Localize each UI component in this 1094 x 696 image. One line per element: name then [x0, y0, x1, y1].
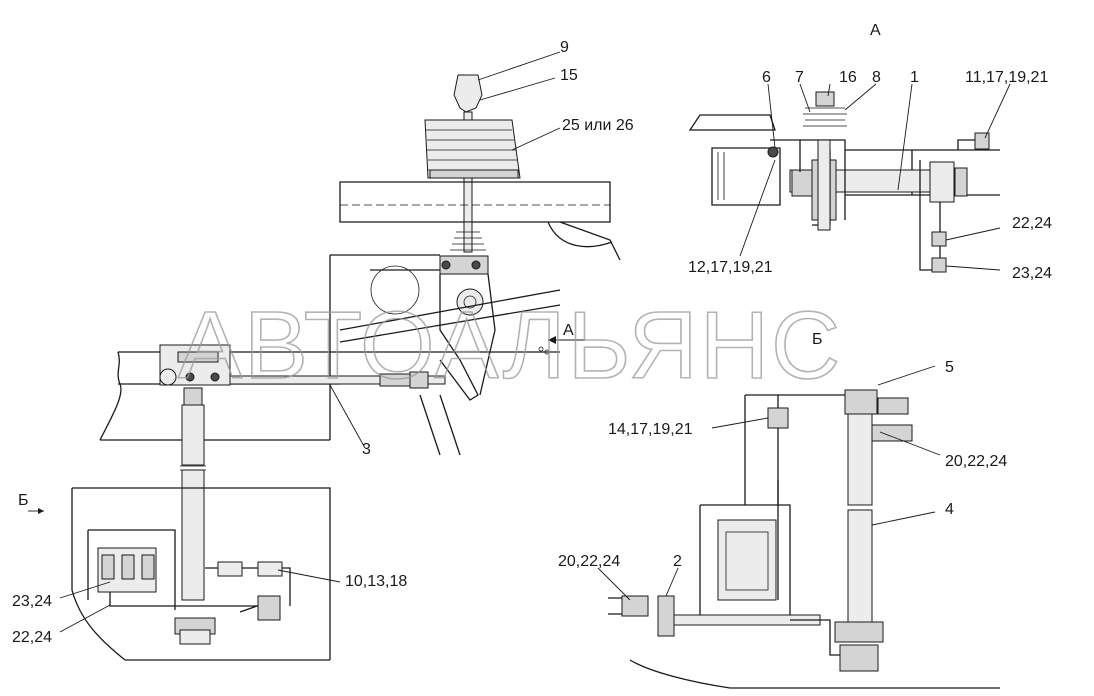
callout-8: 8 [872, 69, 881, 86]
callout-2: 2 [673, 553, 682, 570]
view-a: А [688, 22, 1000, 273]
callout-16: 16 [839, 69, 857, 86]
main-view: А Б Б [18, 74, 823, 661]
view-b-marker-left: Б [18, 492, 44, 514]
callout-20-22-24-right: 20,22,24 [945, 453, 1007, 470]
callout-15: 15 [560, 67, 578, 84]
watermark: АВТОАЛЬЯНС [178, 292, 842, 399]
rubber-boot [424, 119, 521, 179]
callout-22-24-left: 22,24 [12, 629, 52, 646]
callout-1: 1 [910, 69, 919, 86]
callout-3: 3 [362, 441, 371, 458]
callout-20-22-24-bottom: 20,22,24 [558, 553, 620, 570]
callout-12-17-19-21: 12,17,19,21 [688, 259, 773, 276]
leader-lines [59, 51, 1011, 633]
floor-panel [339, 181, 621, 261]
lower-frame [71, 487, 331, 661]
callout-11-17-19-21: 11,17,19,21 [965, 69, 1048, 86]
callout-23-24-left: 23,24 [12, 593, 52, 610]
lever-knob [453, 74, 483, 113]
callout-10-13-18: 10,13,18 [345, 573, 407, 590]
view-a-title: А [870, 22, 881, 39]
callout-25-or-26: 25 или 26 [562, 117, 634, 134]
callout-14-17-19-21: 14,17,19,21 [608, 421, 693, 438]
arrow-b-left-label: Б [18, 492, 29, 509]
callout-23-24-right: 23,24 [1012, 265, 1052, 282]
callout-labels: 9 15 25 или 26 3 23,24 22,24 10,13,18 6 … [12, 39, 1052, 646]
cab-frame [329, 254, 561, 456]
lever-base [439, 221, 496, 401]
upper-bellcrank [159, 344, 231, 407]
callout-9: 9 [560, 39, 569, 56]
view-a-marker: А [538, 322, 585, 355]
callout-22-24-right: 22,24 [1012, 215, 1052, 232]
view-b [608, 389, 1000, 689]
callout-4: 4 [945, 501, 954, 518]
callout-6: 6 [762, 69, 771, 86]
callout-5: 5 [945, 359, 954, 376]
vertical-shaft [180, 404, 206, 601]
arrow-b-center-label: Б [812, 331, 823, 348]
arrow-a-label: А [563, 322, 574, 339]
callout-7: 7 [795, 69, 804, 86]
